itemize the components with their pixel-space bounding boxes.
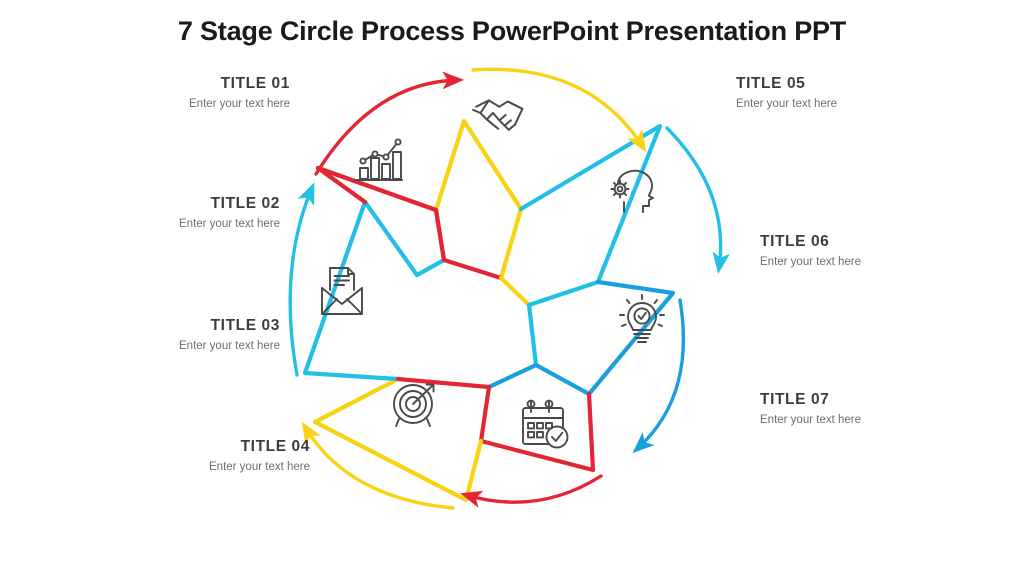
flow-arrow-5-red: [460, 474, 603, 508]
calendar-check-icon: [522, 399, 569, 449]
stage-label-02-subtitle: Enter your text here: [179, 218, 280, 231]
handshake-icon: [472, 99, 524, 131]
inner-heptagon-ring: [395, 257, 539, 390]
stage-label-06-title: TITLE 06: [760, 233, 830, 250]
stage-label-05[interactable]: TITLE 05 Enter your text here: [736, 74, 966, 112]
head-gear-icon: [610, 169, 654, 213]
stage-label-02[interactable]: TITLE 02 Enter your text here: [50, 194, 280, 232]
lightbulb-check-icon: [619, 294, 665, 343]
stage-label-07-subtitle: Enter your text here: [760, 414, 861, 427]
bar-chart-growth-icon: [355, 138, 403, 181]
stage-label-06[interactable]: TITLE 06 Enter your text here: [760, 232, 990, 270]
blade-segment-upper-left-red: [315, 165, 447, 263]
stage-label-04[interactable]: TITLE 04 Enter your text here: [80, 437, 310, 475]
ring-seg-2: [498, 275, 532, 308]
stage-label-04-title: TITLE 04: [240, 438, 310, 455]
process-flow-arrows: [288, 67, 730, 510]
blade-segment-bottom-left-yellow: [312, 376, 484, 503]
stage-label-07-title: TITLE 07: [760, 391, 830, 408]
target-arrow-icon: [393, 383, 435, 427]
ring-seg-7: [414, 257, 447, 278]
blade-segment-top-yellow: [433, 118, 524, 281]
blade-segment-upper-right-cyan: [518, 123, 663, 308]
stage-label-07[interactable]: TITLE 07 Enter your text here: [760, 390, 990, 428]
stage-label-03-subtitle: Enter your text here: [179, 340, 280, 353]
ring-seg-1: [441, 257, 504, 281]
stage-label-03[interactable]: TITLE 03 Enter your text here: [50, 316, 280, 354]
flow-arrow-1-red: [314, 71, 465, 176]
pinwheel-blades: [302, 118, 676, 503]
flow-arrow-6-yellow: [301, 421, 455, 510]
blade-segment-left-cyan: [302, 199, 420, 382]
blade-segment-right-blue: [533, 279, 676, 397]
ring-seg-4: [486, 362, 539, 390]
outer-shells: [315, 165, 447, 263]
stage-label-01-title: TITLE 01: [220, 75, 290, 92]
stage-label-05-title: TITLE 05: [736, 75, 806, 92]
envelope-document-icon: [321, 267, 363, 315]
stage-label-05-subtitle: Enter your text here: [736, 98, 837, 111]
stage-label-04-subtitle: Enter your text here: [209, 461, 310, 474]
stage-label-01[interactable]: TITLE 01 Enter your text here: [60, 74, 290, 112]
blade-segment-lower-right-red: [478, 384, 596, 473]
ring-seg-3: [526, 302, 539, 368]
flow-arrow-3-cyan: [665, 126, 730, 275]
flow-arrow-7-cyan: [288, 182, 315, 377]
stage-label-03-title: TITLE 03: [210, 317, 280, 334]
stage-label-01-subtitle: Enter your text here: [189, 98, 290, 111]
flow-arrow-2-yellow: [471, 67, 647, 153]
circular-process-diagram: [268, 46, 748, 536]
stage-label-06-subtitle: Enter your text here: [760, 256, 861, 269]
stage-label-02-title: TITLE 02: [210, 195, 280, 212]
shell-red-upper-left: [315, 165, 447, 263]
flow-arrow-4-blue: [632, 298, 686, 454]
ring-seg-5: [395, 376, 492, 390]
page-title: 7 Stage Circle Process PowerPoint Presen…: [177, 16, 847, 46]
